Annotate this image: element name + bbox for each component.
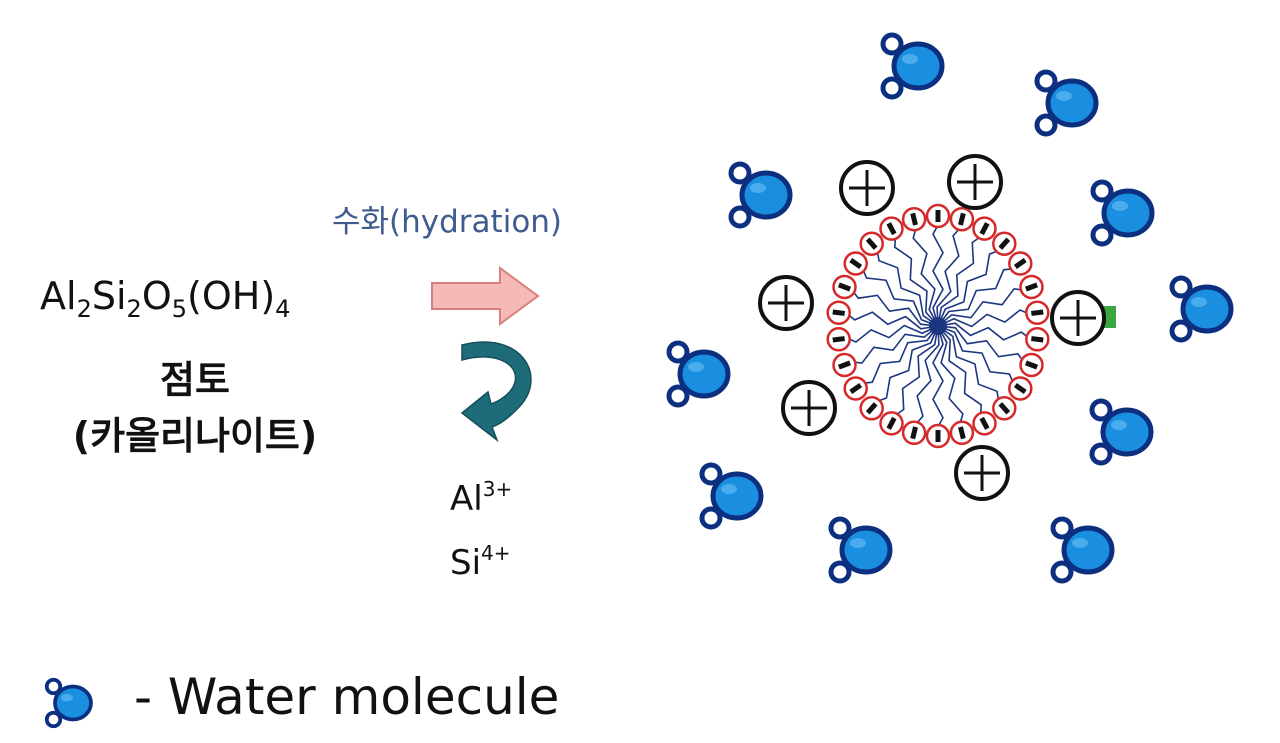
surfactant-tail [845,281,939,327]
negative-charge [1008,376,1033,401]
negative-charge [843,251,868,276]
clay-label: 점토 (카올리나이트) [30,352,360,464]
ion-si: Si4+ [450,526,512,590]
positive-charge [781,380,837,436]
negative-charge [826,300,851,325]
water-molecule [702,465,761,527]
surfactant-tail [937,230,990,327]
negative-charge [1019,274,1044,300]
positive-charge [954,445,1010,501]
surfactant-tail [838,307,939,330]
ion-si-charge: 4+ [481,541,511,565]
released-ions: Al3+ Si4+ [450,462,512,590]
negative-charge [1019,352,1044,378]
surfactant-tail [908,325,940,433]
formula-sub-1: 2 [76,295,92,323]
curved-release-arrow [460,341,532,443]
water-molecule [831,519,890,581]
surfactant-tail [912,217,939,327]
water-molecule [669,343,728,405]
surfactant-tail [937,325,1002,412]
surfactant-tail [867,325,939,406]
negative-charge [859,231,884,256]
chemical-formula: Al2Si2O5(OH)4 [40,274,290,323]
negative-charge [879,216,904,241]
formula-sub-3: 5 [171,295,188,323]
positive-charge [839,160,895,216]
clay-particle [758,154,1116,501]
formula-sub-2: 2 [126,295,142,323]
ion-al: Al3+ [450,462,512,526]
negative-charge [901,206,927,232]
water-molecule [731,164,790,226]
negative-charge [972,411,997,436]
surfactant-tail [842,325,939,365]
surfactant-tails [837,215,1039,437]
negative-charge [879,411,904,436]
positive-charge [758,275,814,331]
ion-al-charge: 3+ [482,477,513,501]
surfactant-tail [937,287,1034,327]
water-molecule [883,35,942,97]
surfactant-tail [937,322,1038,345]
formula-o: O [141,274,172,318]
negative-charge [859,396,884,421]
formula-sub-4: 4 [275,295,291,323]
surfactant-tail [857,259,939,327]
negative-charge [843,376,868,401]
water-molecule [1053,519,1112,581]
negative-charge [826,327,851,352]
negative-charge [832,274,857,300]
negative-charge [949,206,975,232]
surfactant-tail [937,325,1019,393]
positive-charge [1050,290,1106,346]
clay-name: 점토 [160,358,230,402]
particle-core [929,317,947,335]
clay-mineral: (카올리나이트) [72,414,318,458]
negative-charge [1025,327,1050,352]
positive-charges [758,154,1106,501]
surfactant-tail [932,215,944,327]
surfactant-tail [937,325,983,426]
legend-label: - Water molecule [134,668,560,726]
negative-charge [901,420,927,446]
negative-charge [1025,300,1050,325]
negative-charge [992,231,1017,256]
negative-charge [832,352,857,378]
surfactant-tail [937,246,1009,327]
formula-oh: (OH) [187,274,276,318]
positive-charge [947,154,1003,210]
negative-charge [949,420,975,446]
formula-si: Si [91,274,127,318]
formula-al: Al [40,274,77,318]
ion-al-symbol: Al [450,479,483,519]
water-molecule [1092,401,1151,463]
negative-charge [972,216,997,241]
hydration-label: 수화(hydration) [332,204,563,240]
surfactant-tail [893,226,939,327]
negative-charge [992,396,1017,421]
water-molecule [1093,182,1152,244]
surfactant-tail [932,325,944,437]
negative-charges [826,203,1050,449]
hydration-arrow [431,266,540,326]
surfactant-tail [937,266,1024,327]
surfactant-tail [936,219,968,327]
surfactant-tail [874,240,939,327]
water-molecule-icon [44,677,93,729]
surfactant-tail [937,325,1031,371]
surfactant-tail [886,325,939,422]
water-molecule [1037,72,1096,134]
surfactant-tail [937,325,964,435]
surfactant-tail [937,309,1039,328]
surfactant-tail [837,324,939,343]
negative-charge [925,423,951,449]
ion-si-symbol: Si [450,543,482,583]
negative-charge [1008,251,1033,276]
surfactant-tail [852,325,939,386]
water-molecule [1172,278,1231,340]
negative-charge [925,203,951,229]
